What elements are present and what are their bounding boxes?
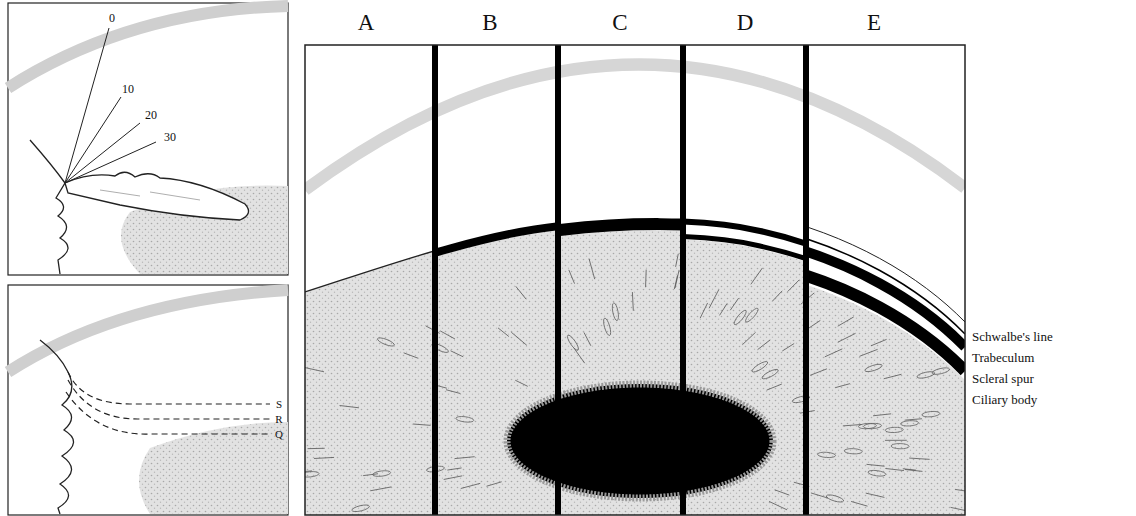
angle-width-inset — [8, 3, 288, 275]
structure-label: Schwalbe's line — [972, 330, 1053, 343]
iris-configuration-inset — [8, 285, 288, 515]
structure-label: Trabeculum — [972, 351, 1034, 364]
column-letter: A — [358, 11, 375, 34]
iris-configuration: S — [276, 399, 282, 410]
structure-label: Scleral spur — [972, 372, 1034, 385]
angle-degree: 10 — [122, 83, 134, 95]
column-letter: E — [867, 11, 881, 34]
column-letter: D — [737, 11, 754, 34]
structure-label: Ciliary body — [972, 393, 1037, 406]
angle-degree: 0 — [109, 12, 115, 24]
column-letter: B — [482, 11, 497, 34]
column-letter: C — [612, 11, 627, 34]
gonioscopic-view — [295, 45, 974, 516]
iris-texture — [305, 254, 965, 513]
angle-degree: 20 — [145, 109, 157, 121]
iris-configuration: R — [275, 414, 282, 425]
angle-degree: 30 — [164, 131, 176, 143]
iris-configuration: Q — [275, 429, 283, 440]
